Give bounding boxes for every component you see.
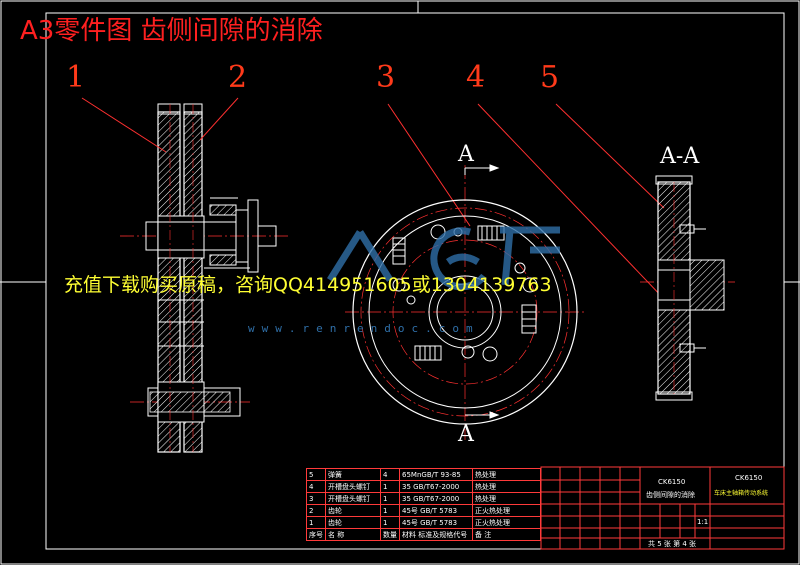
bom-spec: 35 GB/T67-2000 — [399, 492, 473, 505]
bom-name: 齿轮 — [325, 504, 381, 517]
bom-header-name: 名 称 — [325, 528, 381, 541]
title-block-model: CK6150 — [658, 478, 686, 486]
side-view-assembly — [120, 103, 290, 453]
title-block-company-model: CK6150 — [735, 474, 763, 482]
callout-1: 1 — [66, 60, 86, 95]
callout-5: 5 — [540, 60, 560, 95]
title-block-sheet: 共 5 张 第 4 张 — [648, 540, 697, 548]
title-block-company: 车床主轴箱传动系统 — [714, 490, 769, 497]
section-view-label: A-A — [660, 144, 700, 169]
bom-spec: 45号 GB/T 5783 — [399, 516, 473, 529]
bom-no: 3 — [306, 492, 326, 505]
bom-row: 5 弹簧 4 65MnGB/T 93-85 热处理 — [306, 468, 541, 481]
bom-row: 2 齿轮 1 45号 GB/T 5783 正火热处理 — [306, 504, 541, 517]
callout-2: 2 — [228, 60, 248, 95]
bom-header-row: 序号 名 称 数量 材料 标准及规格代号 备 注 — [306, 528, 541, 541]
bom-no: 5 — [306, 468, 326, 481]
bom-name: 弹簧 — [325, 468, 381, 481]
title-block — [540, 466, 785, 550]
bom-header-material: 材料 — [402, 530, 416, 539]
bom-material: 35 — [402, 482, 411, 491]
bom-name: 齿轮 — [325, 516, 381, 529]
section-letter-bottom: A — [458, 422, 474, 447]
callout-3: 3 — [376, 60, 396, 95]
bom-qty: 1 — [380, 516, 400, 529]
bom-material: 45号 — [402, 506, 418, 515]
bom-row: 4 开槽盘头螺钉 1 35 GB/T67-2000 热处理 — [306, 480, 541, 493]
bom-name: 开槽盘头螺钉 — [325, 492, 381, 505]
bom-qty: 4 — [380, 468, 400, 481]
bom-note: 正火热处理 — [472, 516, 541, 529]
page-title: A3零件图 齿侧间隙的消除 — [20, 16, 323, 46]
bom-qty: 1 — [380, 492, 400, 505]
bom-no: 1 — [306, 516, 326, 529]
bom-no: 2 — [306, 504, 326, 517]
title-block-name: 齿侧间隙的消除 — [646, 491, 695, 499]
bom-header-note: 备 注 — [472, 528, 541, 541]
leader-lines — [81, 97, 666, 301]
bom-header-spec: 材料 标准及规格代号 — [399, 528, 473, 541]
bill-of-materials: 5 弹簧 4 65MnGB/T 93-85 热处理 4 开槽盘头螺钉 1 35 … — [306, 468, 541, 541]
bom-standard: GB/T 5783 — [420, 506, 458, 515]
bom-material: 45号 — [402, 518, 418, 527]
watermark-text: 充值下载购买原稿，咨询QQ414951605或1304139763 — [64, 274, 552, 296]
bom-spec: 45号 GB/T 5783 — [399, 504, 473, 517]
bom-header-no: 序号 — [306, 528, 326, 541]
inner-frame — [45, 12, 785, 550]
bom-standard: GB/T67-2000 — [413, 482, 460, 491]
bom-row: 1 齿轮 1 45号 GB/T 5783 正火热处理 — [306, 516, 541, 529]
bom-header-qty: 数量 — [380, 528, 400, 541]
bom-no: 4 — [306, 480, 326, 493]
bom-standard: GB/T 93-85 — [421, 470, 461, 479]
bom-spec: 35 GB/T67-2000 — [399, 480, 473, 493]
watermark-url: www.renrendoc.com — [248, 322, 480, 335]
section-view-aa — [640, 175, 735, 401]
bom-standard: GB/T 5783 — [420, 518, 458, 527]
title-block-scale: 1:1 — [697, 518, 709, 526]
bom-name: 开槽盘头螺钉 — [325, 480, 381, 493]
bom-qty: 1 — [380, 504, 400, 517]
section-letter-top: A — [458, 142, 474, 167]
bom-qty: 1 — [380, 480, 400, 493]
bom-spec: 65MnGB/T 93-85 — [399, 468, 473, 481]
front-view-gear — [345, 164, 585, 440]
watermark-logo — [327, 226, 560, 291]
bom-material: 35 — [402, 494, 411, 503]
callout-4: 4 — [466, 60, 486, 95]
bom-material: 65Mn — [402, 470, 422, 479]
bom-row: 3 开槽盘头螺钉 1 35 GB/T67-2000 热处理 — [306, 492, 541, 505]
bom-standard: GB/T67-2000 — [413, 494, 460, 503]
bom-header-standard: 标准及规格代号 — [418, 530, 468, 539]
bom-note: 热处理 — [472, 492, 541, 505]
bom-note: 热处理 — [472, 468, 541, 481]
bom-note: 正火热处理 — [472, 504, 541, 517]
bom-note: 热处理 — [472, 480, 541, 493]
